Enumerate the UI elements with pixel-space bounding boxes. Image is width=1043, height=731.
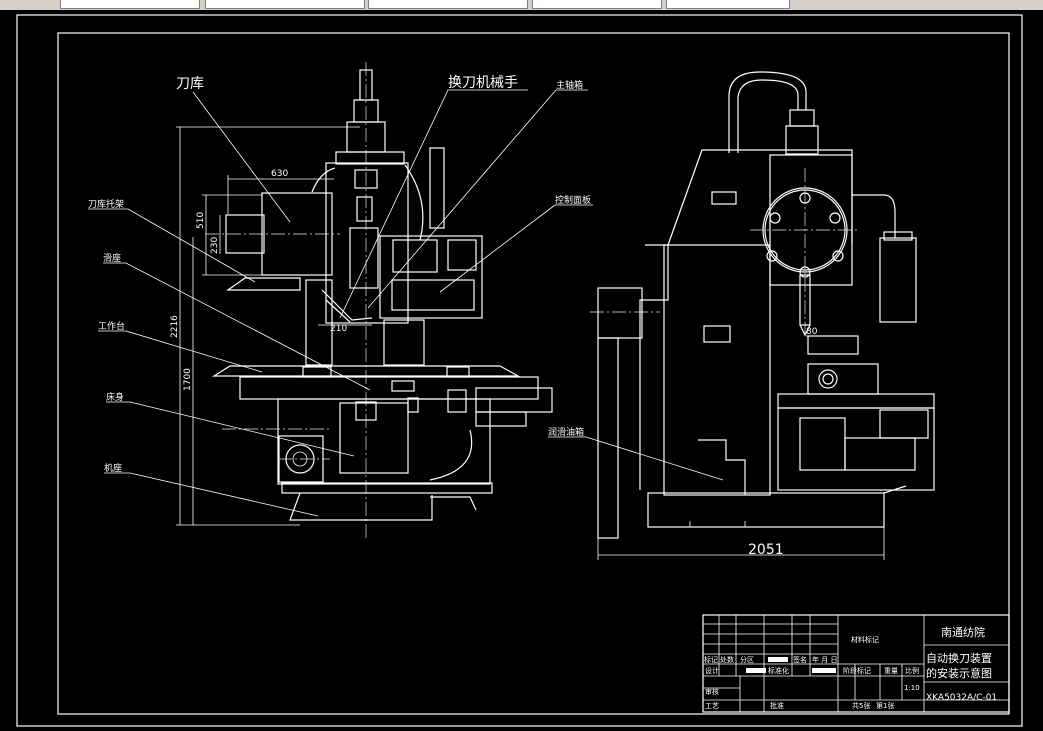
dim-2216: 2216 <box>170 315 180 338</box>
dim-80: 80 <box>806 327 818 337</box>
tb-sheets-total: 共5张 <box>852 701 870 710</box>
dim-630: 630 <box>271 169 288 179</box>
toolbar-field[interactable] <box>666 0 790 9</box>
tb-ratio: 比例 <box>905 666 919 675</box>
label-tool-changer-arm: 换刀机械手 <box>448 74 518 91</box>
tb-design: 设计 <box>705 666 719 675</box>
front-view <box>205 62 553 540</box>
tb-sheet-no: 第1张 <box>876 701 894 710</box>
side-view-dimensions: 2051 80 <box>597 327 885 560</box>
label-tool-magazine: 刀库 <box>176 76 204 92</box>
dim-510: 510 <box>196 212 206 229</box>
front-view-callouts: 刀库 换刀机械手 主轴箱 刀库托架 控制面板 滑座 工作台 床身 机座 <box>88 74 593 517</box>
tb-scale: 1:10 <box>904 684 920 692</box>
label-bed: 床身 <box>106 391 124 403</box>
tb-date: 年 月 日 <box>812 655 837 664</box>
tb-title-line1: 自动换刀装置 <box>926 651 992 665</box>
side-view-callouts: 润滑油箱 <box>548 426 724 481</box>
tb-process: 工艺 <box>705 702 719 710</box>
toolbar-field[interactable] <box>532 0 662 9</box>
tb-zone: 分区 <box>740 655 754 664</box>
tb-review: 审核 <box>705 687 719 696</box>
tb-signature: 签名 <box>793 655 807 664</box>
tb-count: 处数 <box>720 655 734 664</box>
tb-material: 材料标记 <box>851 635 879 644</box>
toolbar-field[interactable] <box>205 0 365 9</box>
toolbar-field[interactable] <box>368 0 528 9</box>
cad-drawing-area[interactable]: 630 510 230 210 2216 1700 刀库 换刀机械手 主轴箱 刀… <box>0 10 1043 731</box>
side-view <box>590 71 935 539</box>
tb-stage-mark: 阶段标记 <box>843 666 871 675</box>
dim-210: 210 <box>330 324 347 334</box>
toolbar-field[interactable] <box>60 0 200 9</box>
dim-230: 230 <box>210 237 220 254</box>
label-saddle: 滑座 <box>103 252 121 264</box>
label-worktable: 工作台 <box>98 320 125 332</box>
label-magazine-bracket: 刀库托架 <box>88 198 124 210</box>
tb-weight: 重量 <box>884 667 898 675</box>
tb-school: 南通纺院 <box>941 625 985 639</box>
tb-mark: 标记 <box>704 655 718 664</box>
front-view-dimensions: 630 510 230 210 2216 1700 <box>170 126 372 526</box>
dim-1700: 1700 <box>183 368 193 391</box>
drawing-frame <box>57 32 1010 715</box>
label-control-panel: 控制面板 <box>555 194 591 206</box>
label-spindle-box: 主轴箱 <box>556 79 583 91</box>
tb-drawing-no: XKA5032A/C-01 <box>926 693 997 703</box>
tb-standardize: 标准化 <box>768 666 789 675</box>
tb-approve: 批准 <box>770 701 784 710</box>
title-block: 材料标记 南通纺院 自动换刀装置 的安装示意图 XKA5032A/C-01 标记… <box>702 614 1010 713</box>
dim-2051: 2051 <box>748 542 784 558</box>
tb-title-line2: 的安装示意图 <box>926 666 992 680</box>
sheet-border <box>16 14 1023 727</box>
label-lube-tank: 润滑油箱 <box>548 426 584 438</box>
label-base: 机座 <box>104 462 122 474</box>
